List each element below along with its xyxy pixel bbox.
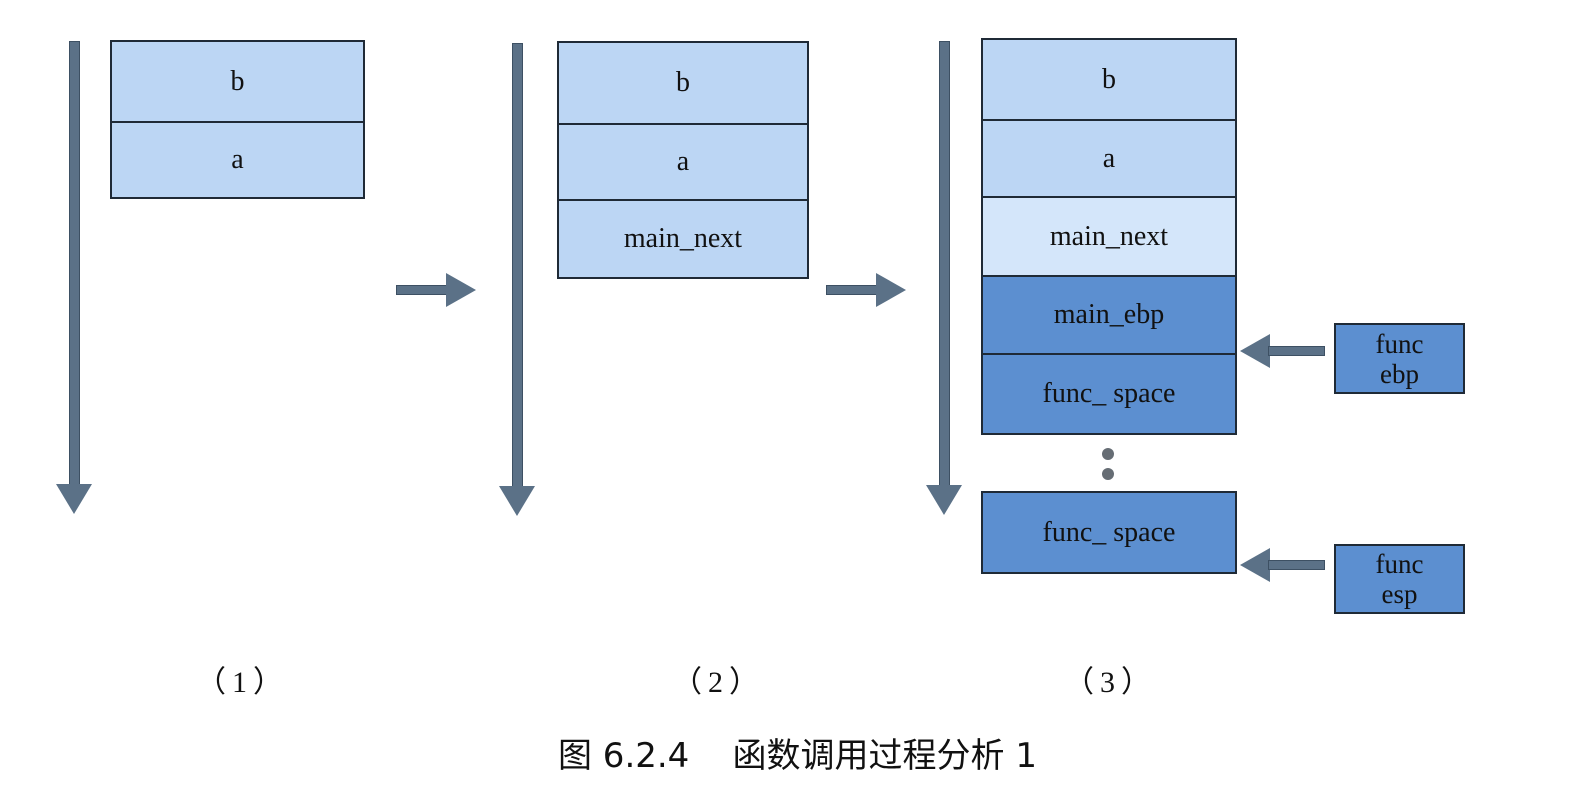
panel2-label: （2） [672,666,765,699]
panel3-cell-func-space-bottom: func_ space [981,491,1237,574]
func-ebp-line2: ebp [1380,358,1419,389]
func-esp-line1: func [1375,549,1424,579]
panel2-cell-b: b [557,41,809,125]
panel3-label: （3） [1064,666,1157,699]
panel1-cell-a: a [110,121,365,199]
panel1-cell-b: b [110,40,365,123]
panel2-cell-a: a [557,123,809,201]
ellipsis-dot [1102,468,1114,480]
panel3-cell-main-ebp: main_ebp [981,275,1237,355]
panel3-cell-a: a [981,119,1237,198]
panel1-label: （1） [196,666,289,699]
figure-caption: 图 6.2.4 函数调用过程分析 1 [558,736,1037,776]
panel3-cell-main-next: main_next [981,196,1237,277]
panel3-cell-b: b [981,38,1237,121]
ellipsis-dot [1102,448,1114,460]
func-ebp-line1: func [1375,328,1424,359]
func-esp-line2: esp [1381,579,1418,609]
func-esp-label: func esp [1334,544,1465,614]
func-ebp-label: func ebp [1334,323,1465,394]
panel2-cell-main-next: main_next [557,199,809,279]
panel3-cell-func-space-top: func_ space [981,353,1237,435]
